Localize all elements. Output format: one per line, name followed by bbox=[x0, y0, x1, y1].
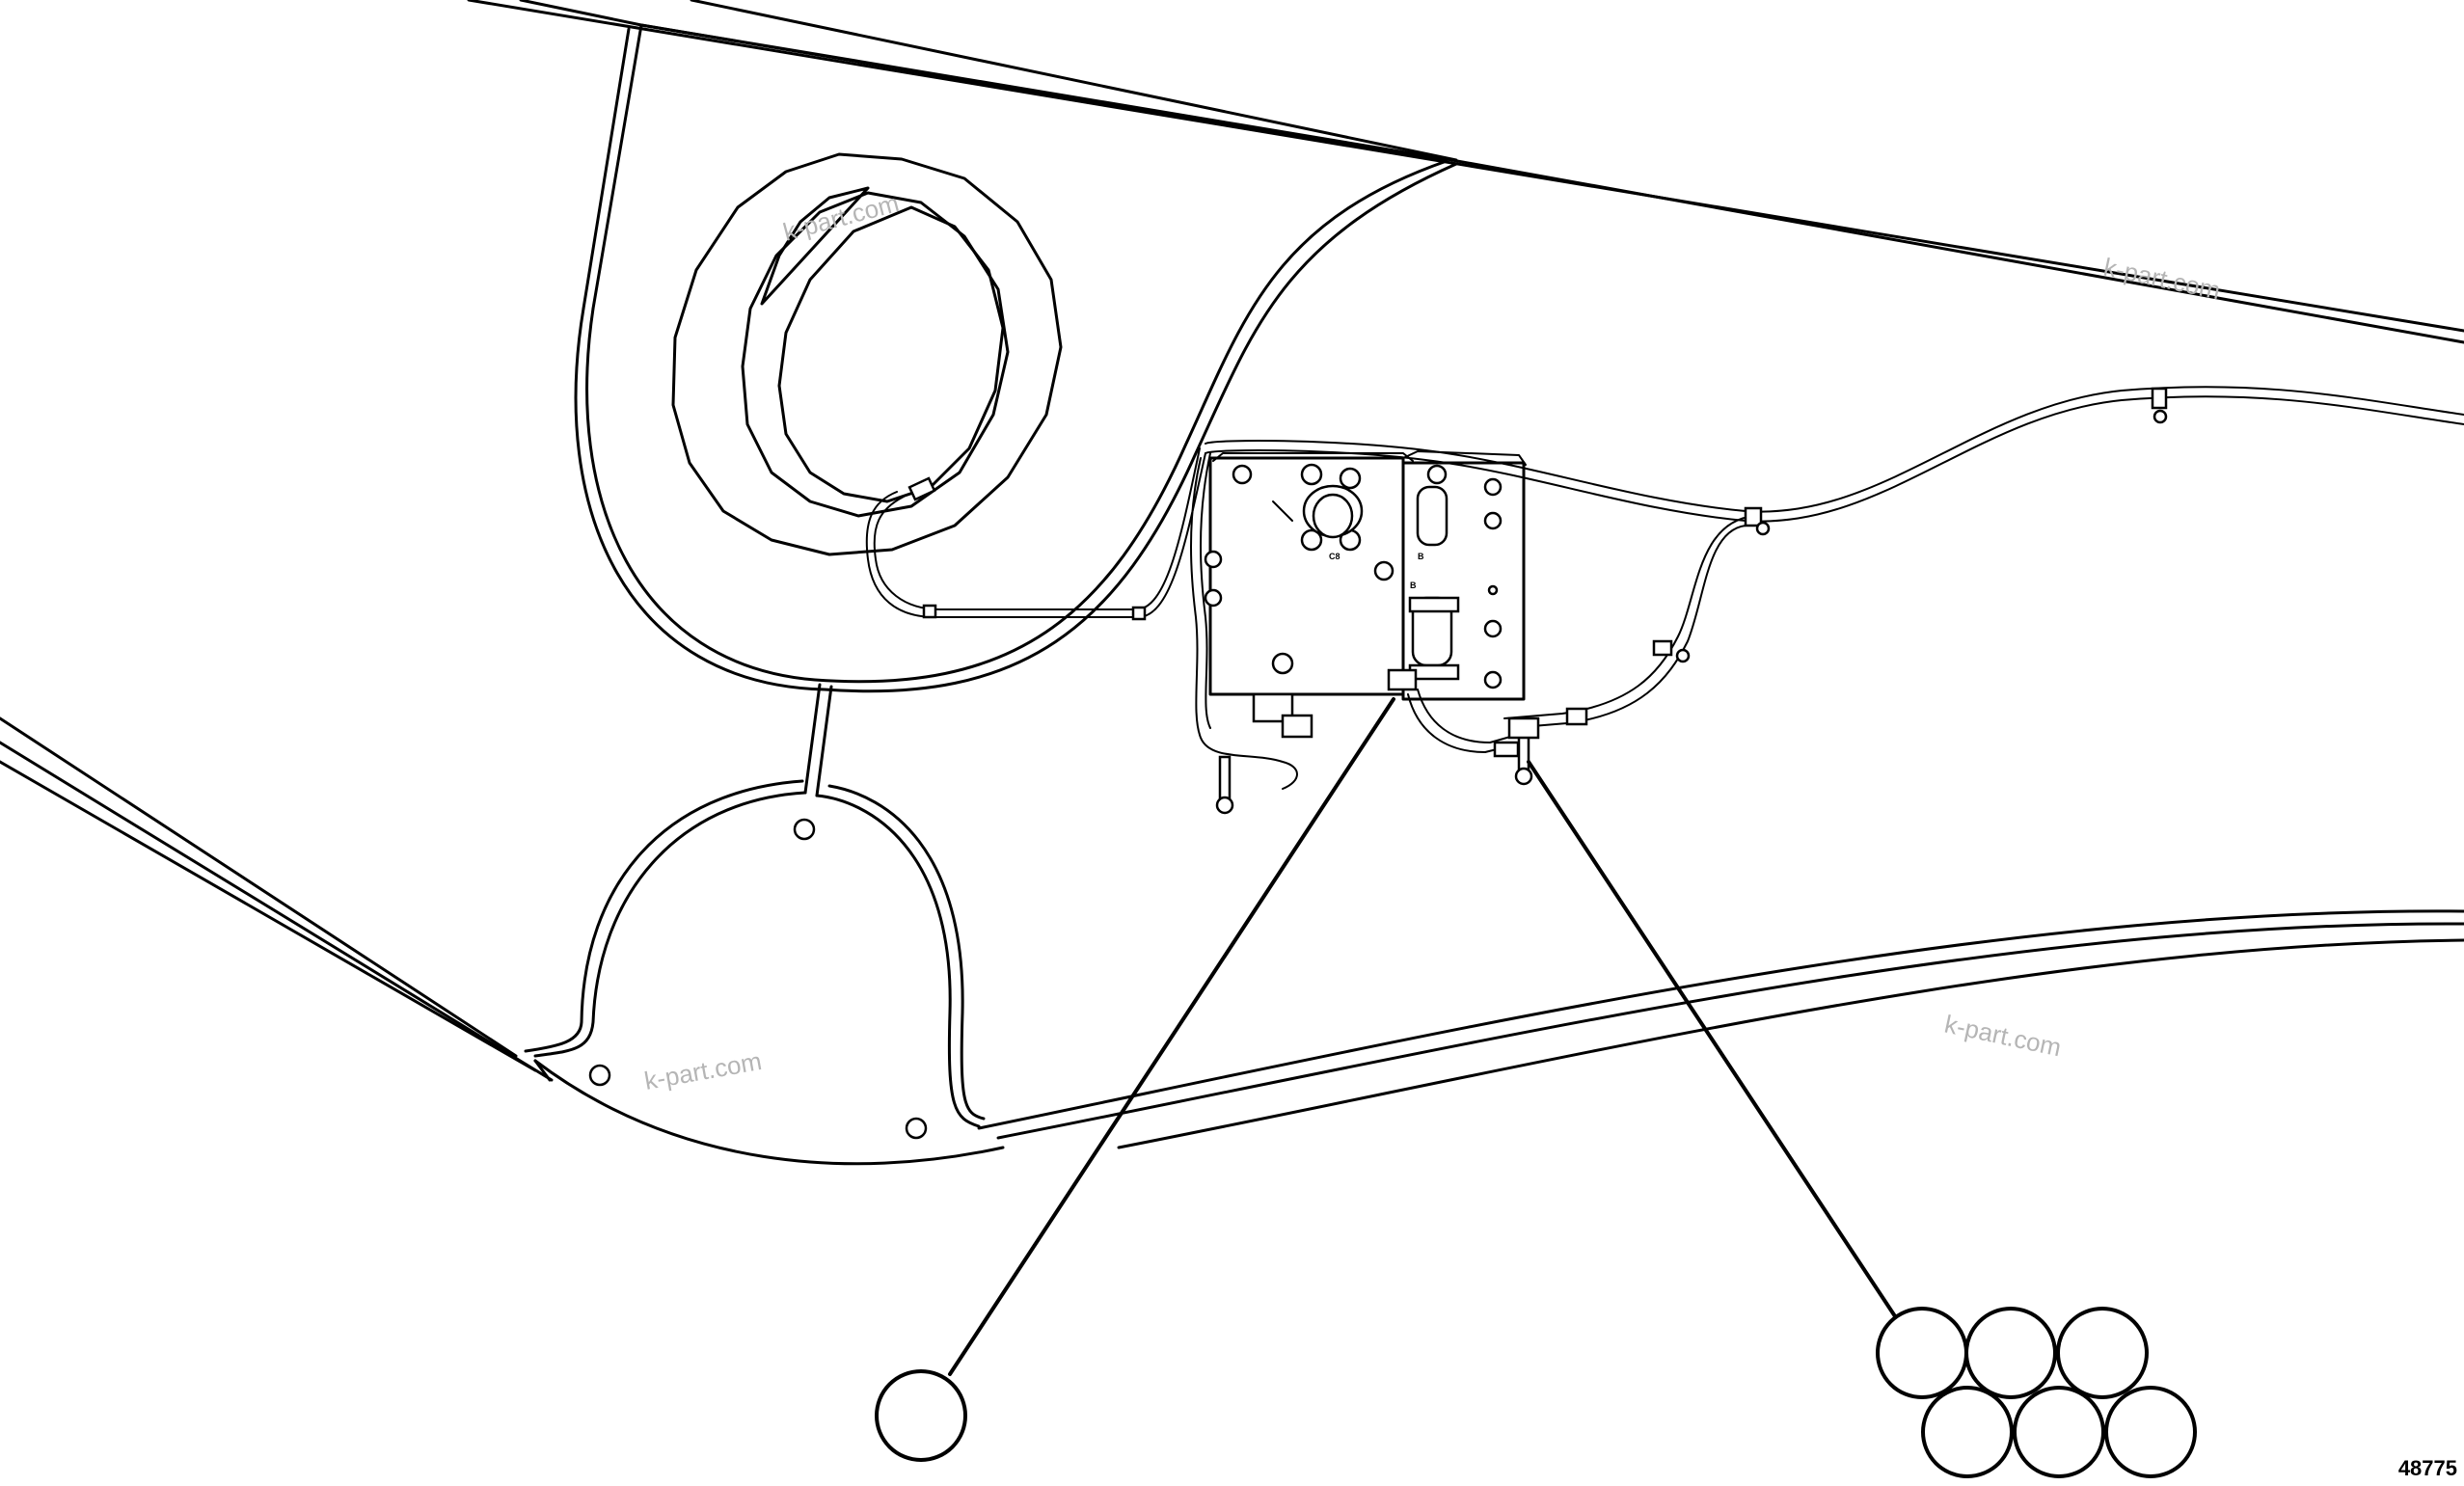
ground-stud-bracket bbox=[1493, 741, 1520, 758]
cable-coil bbox=[671, 152, 1063, 556]
module-connector bbox=[1281, 714, 1313, 739]
frame-holes bbox=[588, 818, 928, 1140]
upper-frame-rail bbox=[467, 0, 2464, 344]
ground-stud-nut bbox=[1514, 767, 1533, 786]
frame-hole bbox=[905, 1117, 928, 1140]
watermark: k-part.com bbox=[780, 188, 902, 247]
harness-clips bbox=[907, 387, 2168, 726]
harness-clip bbox=[1675, 648, 1691, 663]
module-left-panel bbox=[1208, 456, 1405, 696]
watermark: k-part.com bbox=[642, 1046, 764, 1095]
harness-clip bbox=[1755, 521, 1771, 536]
callout-circle bbox=[875, 1369, 967, 1462]
wiring-harness bbox=[865, 386, 2464, 790]
module-right-panel bbox=[1401, 461, 1526, 701]
module-terminal bbox=[1408, 663, 1460, 681]
harness-clip bbox=[2151, 387, 2168, 410]
panel-label: C8 bbox=[1329, 552, 1340, 561]
panel-label: B bbox=[1410, 581, 1417, 590]
frame-hole bbox=[793, 818, 816, 841]
callout-circle bbox=[1964, 1307, 2057, 1399]
watermark: k-part.com bbox=[2101, 253, 2223, 306]
module-bolt bbox=[1204, 550, 1223, 569]
callout-circle bbox=[2104, 1386, 2197, 1478]
ground-stud-nut bbox=[1215, 796, 1234, 815]
figure-number: 48775 bbox=[2398, 1456, 2457, 1480]
frame-hole bbox=[588, 1064, 611, 1087]
module-fuse bbox=[1416, 485, 1449, 547]
harness-clip bbox=[1744, 506, 1763, 527]
leader-line bbox=[1527, 760, 1897, 1318]
module-terminal bbox=[1387, 668, 1418, 691]
module-bolt bbox=[1204, 588, 1223, 608]
control-module: C8 B B bbox=[1204, 450, 1540, 815]
module-bolt bbox=[1232, 464, 1253, 485]
harness-clip bbox=[2153, 409, 2168, 424]
callout-circle bbox=[1921, 1386, 2014, 1478]
module-bolt bbox=[1271, 652, 1294, 675]
module-bolt bbox=[1483, 477, 1503, 497]
harness-clip bbox=[922, 604, 937, 619]
module-bolt bbox=[1483, 619, 1503, 638]
callout-circle bbox=[2056, 1307, 2149, 1399]
harness-clip bbox=[1131, 606, 1147, 621]
ground-stud bbox=[1218, 755, 1232, 802]
module-bolt bbox=[1300, 463, 1323, 486]
callout-single bbox=[875, 1369, 967, 1462]
panel-label: B bbox=[1418, 552, 1424, 561]
harness-clip bbox=[1565, 707, 1588, 726]
module-bolt bbox=[1373, 560, 1394, 581]
lower-frame-rail bbox=[0, 716, 2464, 1149]
callout-circle bbox=[1876, 1307, 1968, 1399]
module-bolt bbox=[1339, 467, 1362, 490]
module-bolt bbox=[1483, 670, 1503, 689]
module-relay-core bbox=[1312, 493, 1354, 539]
module-bolt bbox=[1483, 511, 1503, 530]
harness-clip bbox=[1652, 639, 1673, 657]
harness-clip bbox=[907, 476, 936, 501]
module-bolt bbox=[1426, 464, 1448, 485]
callout-circle bbox=[2013, 1386, 2105, 1478]
ground-stud-bracket bbox=[1507, 716, 1540, 740]
watermark: k-part.com bbox=[1942, 1010, 2064, 1063]
module-bolt bbox=[1487, 584, 1499, 596]
leader-lines bbox=[948, 697, 1897, 1376]
module-terminal bbox=[1408, 596, 1460, 613]
frame-bracket bbox=[524, 23, 1458, 1166]
callout-group bbox=[1876, 1307, 2197, 1478]
module-bolt bbox=[1300, 528, 1323, 552]
leader-line bbox=[948, 697, 1395, 1376]
